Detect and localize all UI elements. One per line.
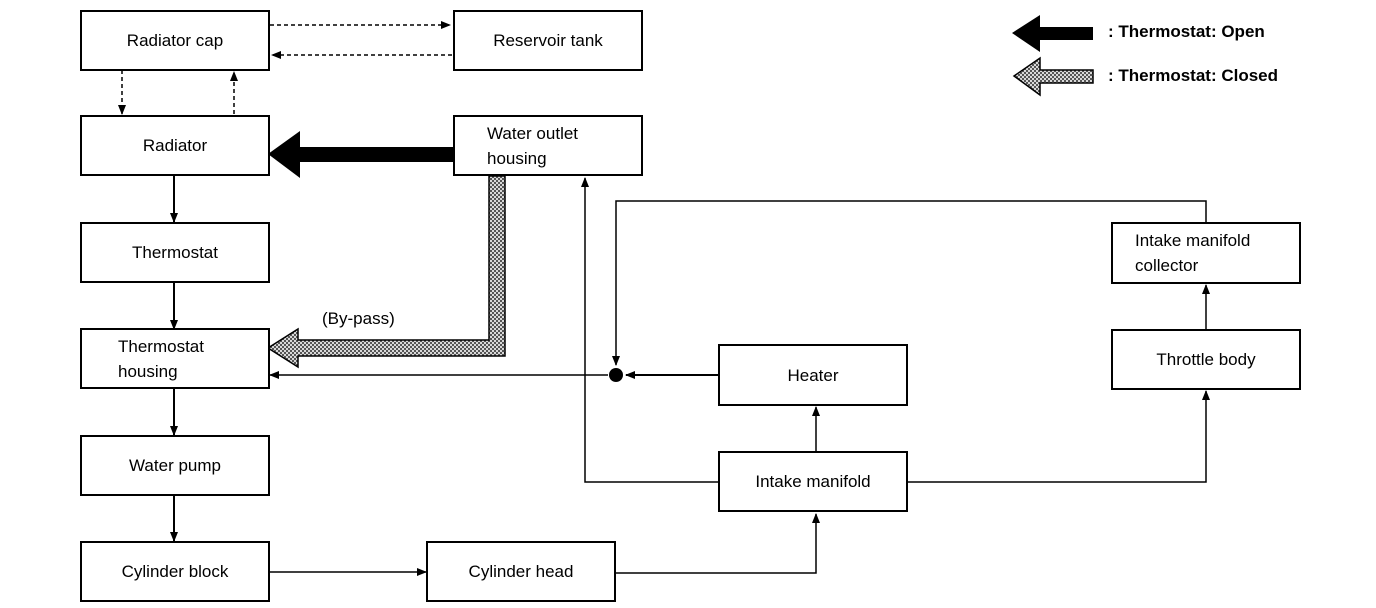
bypass-label: (By-pass)	[322, 309, 395, 328]
node-label: Water pump	[129, 456, 221, 475]
edge-intake-to-outlet	[581, 177, 718, 483]
node-throttle-body: Throttle body	[1111, 329, 1301, 390]
node-label: Thermostat	[132, 243, 218, 262]
node-label: Intake manifold collector	[1135, 231, 1251, 275]
node-label: Radiator cap	[126, 31, 224, 50]
node-reservoir-tank: Reservoir tank	[453, 10, 643, 71]
node-radiator-cap: Radiator cap	[80, 10, 270, 71]
thermostat-open-arrow	[268, 131, 453, 178]
edge-head-to-intake	[616, 513, 820, 574]
node-intake-manifold: Intake manifold	[718, 451, 908, 512]
thermostat-closed-bypass-arrow	[266, 175, 506, 369]
node-label: Thermostat housing	[118, 336, 204, 381]
node-water-outlet-housing: Water outlet housing	[453, 115, 643, 176]
node-thermostat: Thermostat	[80, 222, 270, 283]
node-label: Cylinder head	[468, 562, 574, 581]
node-label: Reservoir tank	[493, 31, 603, 50]
junction-dot	[609, 368, 623, 382]
edge-intake-to-throttle	[908, 390, 1210, 483]
legend-open-arrow-icon	[1012, 15, 1093, 52]
legend-closed-label: : Thermostat: Closed	[1108, 66, 1279, 85]
node-label: Intake manifold	[755, 472, 871, 491]
node-label: Cylinder block	[121, 562, 229, 581]
node-label: Throttle body	[1156, 350, 1256, 369]
edge-collector-to-junction	[612, 200, 1207, 366]
node-label: Heater	[787, 365, 839, 385]
node-label: Water outlet housing	[487, 123, 579, 168]
node-cylinder-block: Cylinder block	[80, 541, 270, 602]
node-thermostat-housing: Thermostat housing	[80, 328, 270, 389]
node-label: Radiator	[142, 136, 208, 155]
node-intake-manifold-collector: Intake manifold collector	[1111, 222, 1301, 284]
node-radiator: Radiator	[80, 115, 270, 176]
node-heater: Heater	[718, 344, 908, 406]
legend-open-label: : Thermostat: Open	[1108, 22, 1265, 41]
legend-closed-arrow-icon	[1012, 56, 1094, 97]
node-water-pump: Water pump	[80, 435, 270, 496]
node-cylinder-head: Cylinder head	[426, 541, 616, 602]
